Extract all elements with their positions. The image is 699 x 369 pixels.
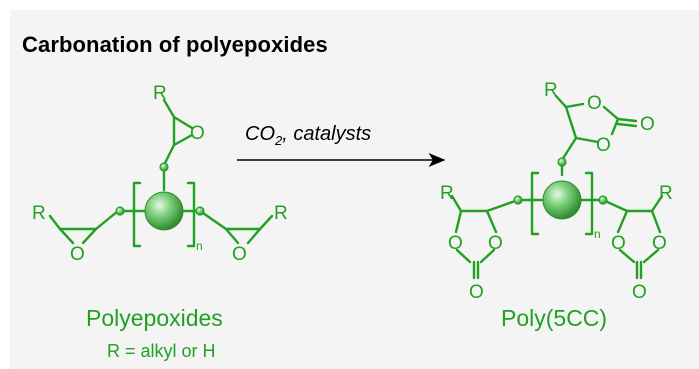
product-o-ring-left-1: O bbox=[448, 233, 463, 254]
catalysts-text: , catalysts bbox=[282, 123, 372, 145]
product-o-ring-left-2: O bbox=[488, 233, 503, 254]
junction-right bbox=[195, 206, 205, 216]
reagent-subscript: 2 bbox=[275, 133, 283, 148]
top-epoxide bbox=[162, 98, 194, 167]
left-epoxide bbox=[48, 209, 120, 245]
reactant-name: Polyepoxides bbox=[86, 305, 223, 331]
product-repeat-index: n bbox=[594, 227, 601, 241]
left-carbonate-ring bbox=[450, 194, 520, 280]
product-r-left: R bbox=[440, 183, 454, 204]
reaction-conditions: CO2, catalysts bbox=[245, 123, 371, 148]
junction-left bbox=[513, 195, 523, 205]
reactant-note: R = alkyl or H bbox=[107, 341, 216, 361]
reactant-r-top: R bbox=[153, 83, 167, 104]
product-o-carbonyl-left: O bbox=[469, 282, 484, 303]
reagent-co: CO bbox=[245, 123, 275, 145]
product-core-sphere bbox=[542, 180, 582, 220]
product-o-ring-top-1: O bbox=[587, 93, 602, 114]
product-o-ring-right-1: O bbox=[611, 233, 626, 254]
junction-top bbox=[159, 162, 169, 172]
product-o-carbonyl-top: O bbox=[640, 114, 655, 135]
product-r-top: R bbox=[544, 80, 558, 101]
reactant-r-left: R bbox=[32, 203, 46, 224]
reactant-o-left: O bbox=[70, 244, 85, 265]
product-atom-labels: R O O O R O O O R O O O n bbox=[440, 80, 673, 303]
product-o-carbonyl-right: O bbox=[632, 282, 647, 303]
left-border bbox=[0, 0, 10, 369]
product-name: Poly(5CC) bbox=[501, 305, 608, 331]
bracket-right bbox=[186, 181, 196, 248]
product-r-right: R bbox=[659, 183, 673, 204]
junction-left bbox=[115, 206, 125, 216]
scheme-title: Carbonation of polyepoxides bbox=[22, 32, 328, 57]
product-junctions bbox=[513, 157, 608, 205]
reactant-r-right: R bbox=[274, 203, 288, 224]
reactant-o-top: O bbox=[190, 123, 205, 144]
bracket-right bbox=[584, 171, 594, 236]
junction-top bbox=[557, 157, 567, 167]
product-o-ring-right-2: O bbox=[652, 233, 667, 254]
reactant-atom-labels: R O R O O R n bbox=[32, 83, 288, 265]
junction-right bbox=[598, 195, 608, 205]
right-epoxide bbox=[198, 209, 274, 245]
reactant-repeat-index: n bbox=[196, 239, 203, 253]
top-border bbox=[0, 0, 699, 10]
reactant-o-right: O bbox=[232, 244, 247, 265]
right-carbonate-ring bbox=[601, 194, 664, 280]
product-o-ring-top-2: O bbox=[596, 135, 611, 156]
reactant-core-sphere bbox=[144, 191, 184, 231]
bracket-left bbox=[132, 181, 142, 248]
reactant-junctions bbox=[115, 162, 205, 216]
bracket-left bbox=[530, 171, 540, 236]
top-carbonate-ring bbox=[554, 94, 638, 162]
reactant-structure bbox=[48, 98, 274, 248]
